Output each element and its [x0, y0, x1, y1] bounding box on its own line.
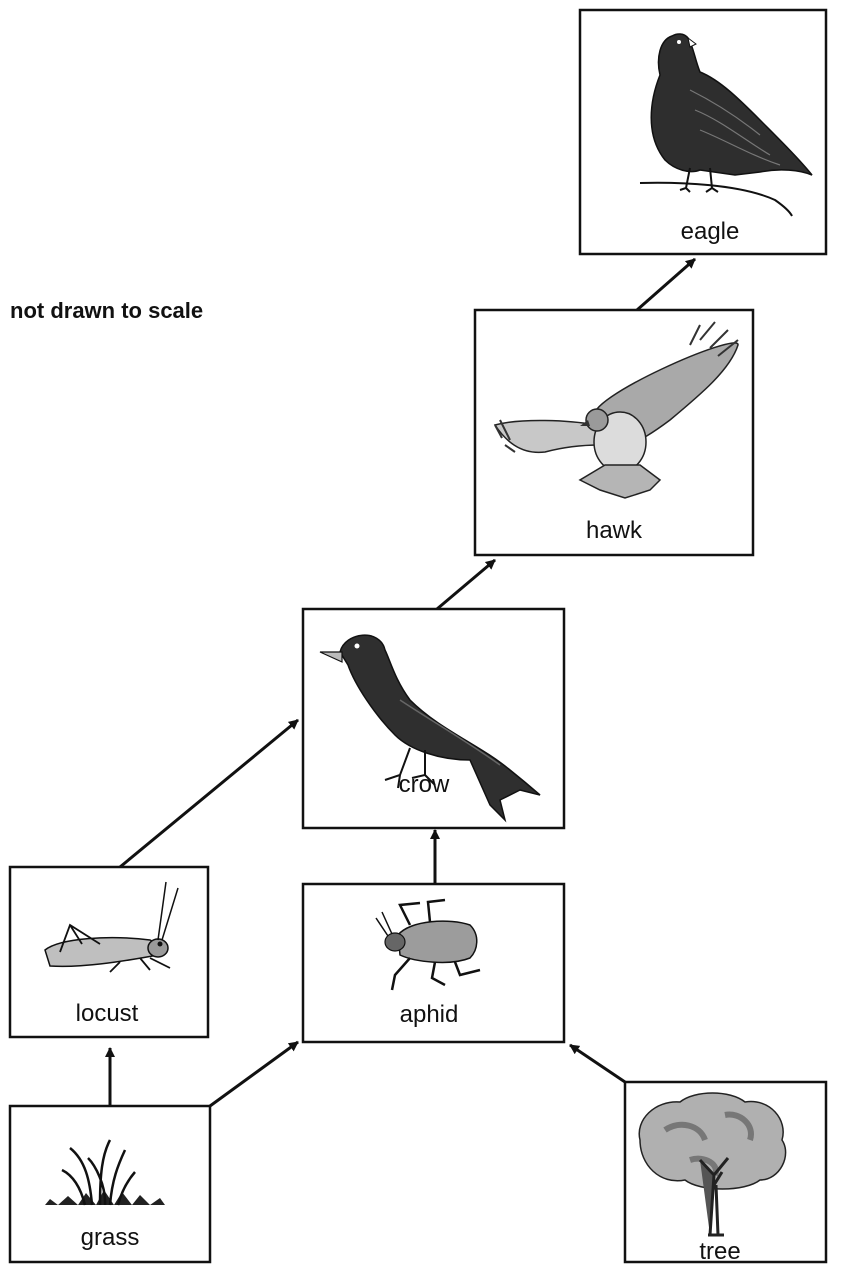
grass-label: grass [81, 1224, 140, 1251]
arrow-grass-to-aphid [209, 1040, 299, 1108]
locust-box: locust [8, 865, 210, 1039]
crow-label: crow [399, 771, 450, 798]
tree-label: tree [699, 1238, 740, 1265]
eagle-icon [639, 33, 813, 217]
tree-icon [638, 1092, 787, 1237]
eagle-label: eagle [681, 218, 740, 245]
locust-icon [44, 881, 179, 973]
arrow-hawk-to-eagle [636, 257, 696, 312]
eagle-box: eagle [578, 8, 828, 256]
arrow-tree-to-aphid [569, 1043, 626, 1084]
crow-box: crow [301, 607, 566, 830]
aphid-box: aphid [301, 882, 566, 1044]
arrow-crow-to-hawk [436, 558, 496, 611]
aphid-label: aphid [400, 1001, 459, 1028]
tree-box: tree [623, 1080, 828, 1265]
aphid-icon [375, 898, 481, 991]
scale-note: not drawn to scale [10, 298, 204, 323]
hawk-icon [493, 321, 739, 499]
grass-icon [45, 1139, 165, 1206]
grass-box: grass [8, 1104, 212, 1264]
arrows [105, 257, 696, 1108]
locust-label: locust [76, 1000, 139, 1027]
hawk-label: hawk [586, 517, 643, 544]
crow-icon [319, 634, 541, 823]
hawk-box: hawk [473, 308, 755, 557]
arrow-locust-to-crow [119, 718, 299, 869]
